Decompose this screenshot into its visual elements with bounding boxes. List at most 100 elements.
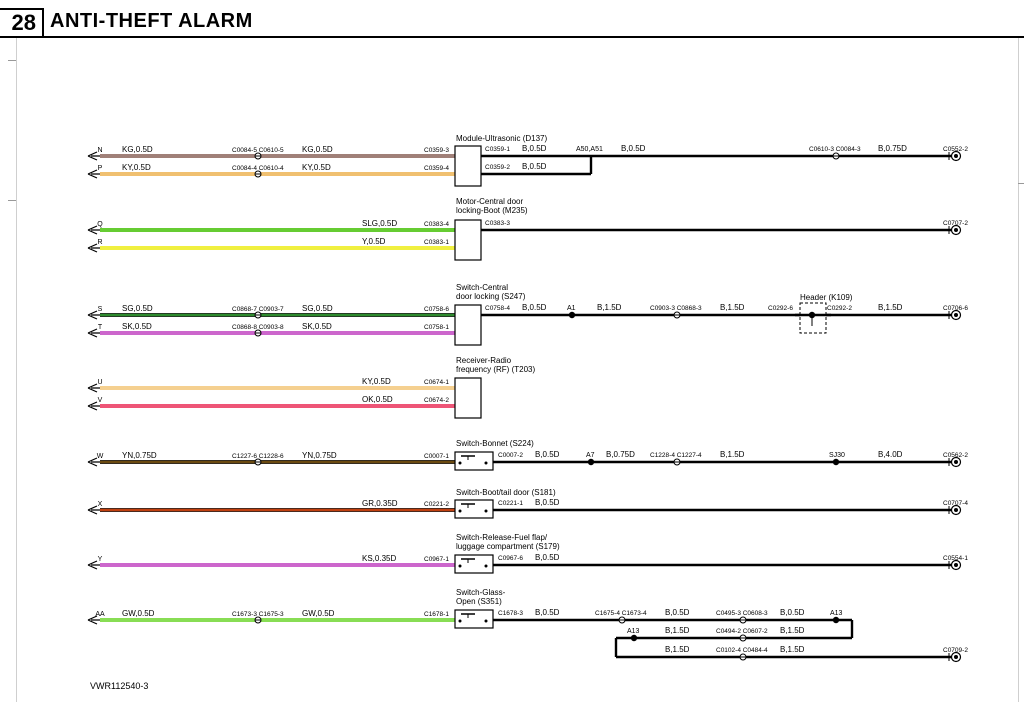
output-pin-d137-1: C0359-1 bbox=[485, 146, 510, 153]
component-pin-n: C0359-3 bbox=[424, 147, 449, 154]
wire-spec2-t: SK,0.5D bbox=[302, 322, 332, 331]
component-pin-v: C0674-2 bbox=[424, 397, 449, 404]
terminal-arrow-x bbox=[87, 505, 100, 515]
wire-spec2-w: YN,0.75D bbox=[302, 451, 337, 460]
output-connector-label-s247: C0903-3 C0868-3 bbox=[650, 305, 702, 312]
wire-spec-w: YN,0.75D bbox=[122, 451, 157, 460]
ground-label-s224: C0562-2 bbox=[943, 452, 968, 459]
wire-spec2-y: KS,0.35D bbox=[362, 554, 396, 563]
ground-s181-center bbox=[954, 508, 958, 512]
wire-spec2-aa: GW,0.5D bbox=[302, 609, 335, 618]
component-title-s181: Switch-Boot/tail door (S181) bbox=[456, 488, 556, 497]
component-title-s351: Open (S351) bbox=[456, 597, 502, 606]
ground-label-d137: C0552-2 bbox=[943, 146, 968, 153]
switch-s179-pin-a bbox=[458, 564, 462, 568]
component-title-m235: locking-Boot (M235) bbox=[456, 206, 528, 215]
title-rule bbox=[44, 36, 1024, 38]
output-spec-s247-2: B,1.5D bbox=[597, 303, 622, 312]
connector-label-w: C1227-6 C1228-6 bbox=[232, 453, 284, 460]
wire-spec-t: SK,0.5D bbox=[122, 322, 152, 331]
connector-label-n: C0084-5 C0610-5 bbox=[232, 147, 284, 154]
output-connector-label-s351-3: C0494-2 C0607-2 bbox=[716, 628, 768, 635]
component-pin-y: C0967-1 bbox=[424, 556, 449, 563]
output-connector-label-d137: C0610-3 C0084-3 bbox=[809, 146, 861, 153]
output-spec-d137-4: B,0.75D bbox=[878, 144, 907, 153]
splice-label-d137: A50,A51 bbox=[576, 146, 603, 153]
terminal-arrow-n bbox=[87, 151, 100, 161]
ground-label-m235: C0707-2 bbox=[943, 220, 968, 227]
pin-label-v: V bbox=[98, 397, 103, 404]
page-title: ANTI-THEFT ALARM bbox=[50, 10, 253, 32]
output-pin-s181: C0221-1 bbox=[498, 500, 523, 507]
ground-s179-center bbox=[954, 563, 958, 567]
component-title-t203: frequency (RF) (T203) bbox=[456, 365, 535, 374]
component-box-s181 bbox=[454, 499, 494, 519]
terminal-arrow-v bbox=[87, 401, 100, 411]
component-pin-s: C0758-6 bbox=[424, 306, 449, 313]
splice-s351-2 bbox=[630, 634, 638, 642]
ground-s224-center bbox=[954, 460, 958, 464]
wire-spec-s: SG,0.5D bbox=[122, 304, 153, 313]
component-pin-aa: C1678-1 bbox=[424, 611, 449, 618]
wire-spec-p: KY,0.5D bbox=[122, 163, 151, 172]
component-title-d137: Module-Ultrasonic (D137) bbox=[456, 134, 547, 143]
output-spec-s247-3: B,1.5D bbox=[720, 303, 745, 312]
switch-s179-pin-b bbox=[484, 564, 488, 568]
component-box-m235 bbox=[454, 219, 482, 261]
component-title-s351: Switch-Glass- bbox=[456, 588, 506, 597]
wire-spec2-q: SLG,0.5D bbox=[362, 219, 397, 228]
component-box-s247 bbox=[454, 304, 482, 346]
terminal-arrow-p bbox=[87, 169, 100, 179]
connector-label-s: C0868-7 C0903-7 bbox=[232, 306, 284, 313]
output-pin-s247: C0758-4 bbox=[485, 305, 510, 312]
wire-spec2-r: Y,0.5D bbox=[362, 237, 386, 246]
pin-label-aa: AA bbox=[95, 611, 105, 618]
splice-s224-2 bbox=[832, 458, 840, 466]
output-spec-s351-1: B,0.5D bbox=[535, 608, 560, 617]
pin-label-y: Y bbox=[98, 556, 103, 563]
ground-label-s179: C0554-1 bbox=[943, 555, 968, 562]
terminal-arrow-q bbox=[87, 225, 100, 235]
output-spec-s181: B,0.5D bbox=[535, 498, 560, 507]
output-spec-s224-1: B,0.5D bbox=[535, 450, 560, 459]
component-pin-t: C0758-1 bbox=[424, 324, 449, 331]
terminal-arrow-t bbox=[87, 328, 100, 338]
component-title-m235: Motor-Central door bbox=[456, 197, 523, 206]
output-spec-s247-1: B,0.5D bbox=[522, 303, 547, 312]
component-box-s351 bbox=[454, 609, 494, 629]
margin-tick bbox=[8, 200, 16, 201]
component-title-s247: Switch-Central bbox=[456, 283, 508, 292]
output-spec-s351-3: B,0.5D bbox=[780, 608, 805, 617]
switch-s351-pin-a bbox=[458, 619, 462, 623]
wire-spec2-x: GR,0.35D bbox=[362, 499, 398, 508]
component-title-s224: Switch-Bonnet (S224) bbox=[456, 439, 534, 448]
wire-spec-aa: GW,0.5D bbox=[122, 609, 155, 618]
pin-label-r: R bbox=[97, 239, 102, 246]
right-margin-rule bbox=[1018, 38, 1019, 702]
splice-label-s224-2: SJ30 bbox=[829, 452, 845, 459]
ground-s247-center bbox=[954, 313, 958, 317]
component-pin-w: C0007-1 bbox=[424, 453, 449, 460]
output-connector-label-s351-2: C0495-3 C0608-3 bbox=[716, 610, 768, 617]
pin-label-n: N bbox=[97, 147, 102, 154]
page-number: 28 bbox=[0, 8, 44, 38]
component-title-s247: door locking (S247) bbox=[456, 292, 526, 301]
switch-s224-pin-a bbox=[458, 461, 462, 465]
output-spec-s247-4: B,1.5D bbox=[878, 303, 903, 312]
component-title-t203: Receiver-Radio bbox=[456, 356, 512, 365]
margin-tick bbox=[8, 60, 16, 61]
header-pin-label-1: C0292-6 bbox=[768, 305, 793, 312]
output-spec-s351-2: B,0.5D bbox=[665, 608, 690, 617]
output-spec-d137-1: B,0.5D bbox=[522, 144, 547, 153]
ground-label-s181: C0707-4 bbox=[943, 500, 968, 507]
terminal-arrow-r bbox=[87, 243, 100, 253]
component-box-s224 bbox=[454, 451, 494, 471]
output-spec-s179: B,0.5D bbox=[535, 553, 560, 562]
pin-label-w: W bbox=[97, 453, 104, 460]
connector-label-aa: C1673-3 C1675-3 bbox=[232, 611, 284, 618]
ground-label-s351: C0709-2 bbox=[943, 647, 968, 654]
component-box-s179 bbox=[454, 554, 494, 574]
splice-label-s351-2: A13 bbox=[627, 628, 640, 635]
component-box-d137 bbox=[454, 145, 482, 187]
terminal-arrow-u bbox=[87, 383, 100, 393]
